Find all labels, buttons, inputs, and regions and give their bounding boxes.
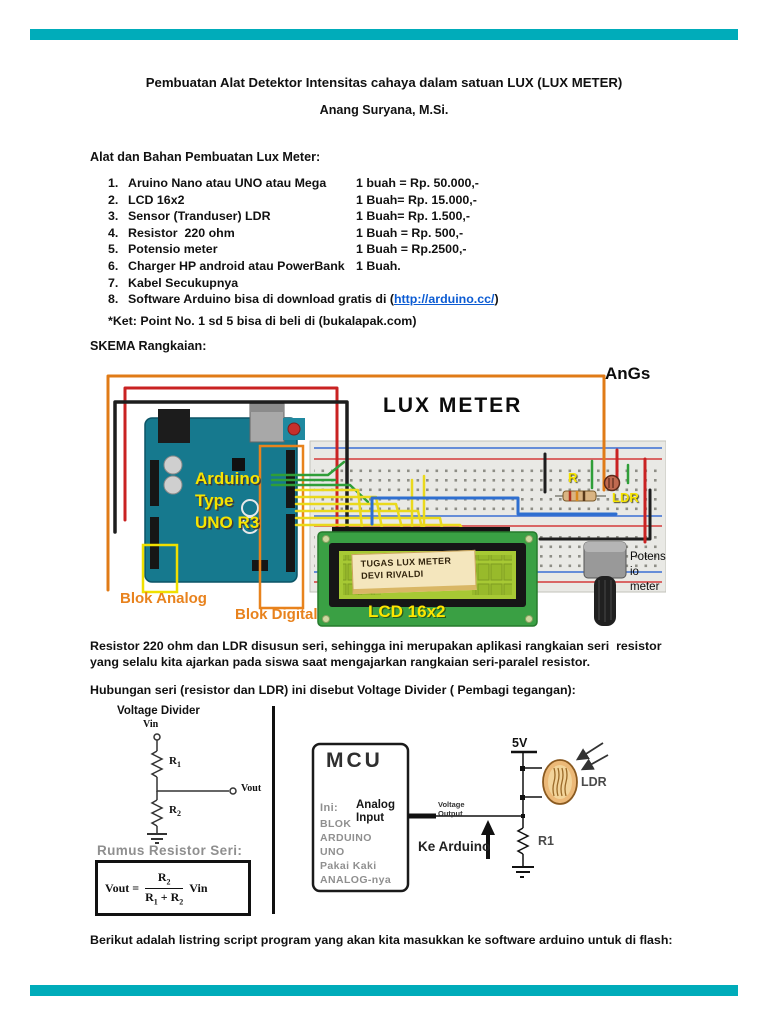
paragraph-resistor-seri: Resistor 220 ohm dan LDR disusun seri, s… — [90, 639, 665, 669]
item-price: 1 Buah. — [356, 259, 401, 273]
arduino-label-line2: Type — [195, 491, 234, 510]
mcu-text-arduino: ARDUINO — [320, 832, 372, 844]
item-price: 1 Buah = Rp. 500,- — [356, 226, 464, 240]
arduino-label-line1: Arduino — [195, 469, 261, 488]
watermark-text: AnGs — [605, 364, 651, 383]
top-divider-bar — [30, 29, 738, 40]
potentiometer-label-line2: io — [630, 566, 639, 578]
paragraph-hubungan-seri: Hubungan seri (resistor dan LDR) ini dis… — [90, 683, 576, 697]
mcu-ldr-graphic — [311, 742, 609, 893]
item-number: 4. — [108, 226, 119, 240]
ldr-label: LDR — [612, 490, 639, 505]
rumus-heading: Rumus Resistor Seri: — [97, 843, 243, 858]
ke-arduino-label: Ke Arduino — [418, 839, 491, 854]
ke-arduino-arrow — [481, 820, 495, 859]
item-name: Sensor (Tranduser) LDR — [128, 209, 271, 223]
voltage-divider-title: Voltage Divider — [117, 705, 200, 717]
list-item: 3. Sensor (Tranduser) LDR 1 Buah= Rp. 1.… — [0, 209, 768, 226]
voltage-divider-graphic — [147, 733, 237, 844]
item-name: Aruino Nano atau UNO atau Mega — [128, 176, 327, 190]
circuit-diagram: AnGs LUX METER Arduino Type UNO R3 Blok … — [100, 362, 666, 630]
ldr-symbol — [542, 759, 578, 805]
item-name: Potensio meter — [128, 242, 218, 256]
mcu-box-title: MCU — [326, 749, 383, 772]
formula-box: Vout = R2 R1 + R2 Vin — [95, 860, 251, 916]
blok-analog-box — [141, 543, 179, 594]
vin-label: Vin — [143, 719, 159, 730]
item-number: 7. — [108, 276, 119, 290]
list-item: 6. Charger HP android atau PowerBank 1 B… — [0, 259, 768, 276]
potentiometer-label-line1: Potens — [630, 551, 666, 563]
formula-lhs: Vout = — [105, 880, 140, 895]
diagram-title: LUX METER — [383, 394, 523, 417]
resistor-component — [555, 490, 606, 502]
item-number: 2. — [108, 193, 119, 207]
paragraph-closing: Berikut adalah listring script program y… — [90, 933, 673, 947]
blok-digital-label: Blok Digital — [235, 606, 318, 623]
item-price: 1 Buah= Rp. 1.500,- — [356, 209, 470, 223]
item-name: LCD 16x2 — [128, 193, 185, 207]
item-number: 8. — [108, 292, 119, 306]
item-name: Kabel Secukupnya — [128, 276, 239, 290]
vout-label: Vout — [241, 783, 262, 794]
figure-divider-line — [272, 706, 275, 914]
list-item: 1. Aruino Nano atau UNO atau Mega 1 buah… — [0, 176, 768, 193]
mcu-text-blok: BLOK — [320, 818, 352, 830]
r-label: R — [568, 470, 578, 485]
lcd-sticker-line2: DEVI RIVALDI — [360, 568, 424, 581]
item-price: 1 Buah = Rp.2500,- — [356, 242, 467, 256]
potentiometer — [583, 541, 627, 626]
item-number: 6. — [108, 259, 119, 273]
item-number: 1. — [108, 176, 119, 190]
r1-label: R1 — [169, 755, 181, 770]
wires — [106, 374, 652, 592]
list-item: 7. Kabel Secukupnya — [0, 276, 768, 293]
bottom-divider-bar — [30, 985, 738, 996]
list-item: 4. Resistor 220 ohm 1 Buah = Rp. 500,- — [0, 226, 768, 243]
item-name: Software Arduino bisa di download gratis… — [128, 292, 499, 306]
mcu-text-analog-nya: ANALOG-nya — [320, 874, 392, 886]
item-text-suffix: ) — [494, 292, 499, 306]
list-item: 5. Potensio meter 1 Buah = Rp.2500,- — [0, 242, 768, 259]
mcu-ini-label: Ini: — [320, 802, 339, 814]
r2-label: R2 — [169, 804, 181, 819]
potentiometer-label-line3: meter — [630, 581, 660, 593]
item-name: Resistor 220 ohm — [128, 226, 235, 240]
list-item: 2. LCD 16x2 1 Buah= Rp. 15.000,- — [0, 193, 768, 210]
lcd-label: LCD 16x2 — [368, 602, 446, 621]
item-price: 1 Buah= Rp. 15.000,- — [356, 193, 477, 207]
ldr-symbol-label: LDR — [581, 775, 607, 789]
mcu-text-uno: UNO — [320, 846, 345, 858]
materials-heading: Alat dan Bahan Pembuatan Lux Meter: — [90, 150, 321, 164]
item-number: 3. — [108, 209, 119, 223]
formula-fraction: R2 R1 + R2 — [145, 870, 184, 906]
blok-digital-box — [258, 444, 305, 610]
list-item: 8. Software Arduino bisa di download gra… — [0, 292, 768, 309]
item-price: 1 buah = Rp. 50.000,- — [356, 176, 479, 190]
r1-symbol-label: R1 — [538, 834, 554, 848]
document-author: Anang Suryana, M.Si. — [319, 103, 449, 117]
formula-vin: Vin — [189, 880, 208, 895]
item-name: Charger HP android atau PowerBank — [128, 259, 345, 273]
document-title: Pembuatan Alat Detektor Intensitas cahay… — [145, 75, 623, 90]
lcd-sticker: TUGAS LUX METER DEVI RIVALDI — [351, 549, 477, 595]
voltage-divider-figure: Voltage Divider Vin R1 Vout R2 Rumus Res… — [95, 703, 275, 918]
materials-note: *Ket: Point No. 1 sd 5 bisa di beli di (… — [108, 314, 417, 328]
arduino-website-link[interactable]: http://arduino.cc/ — [393, 292, 495, 306]
light-ray-arrows — [575, 742, 609, 771]
blok-analog-label: Blok Analog — [120, 590, 207, 607]
mcu-text-pakai-kaki: Pakai Kaki — [320, 860, 377, 872]
5v-label: 5V — [512, 736, 528, 750]
item-text-prefix: Software Arduino bisa di download gratis… — [128, 292, 394, 306]
ldr-component — [603, 474, 621, 492]
item-number: 5. — [108, 242, 119, 256]
skema-heading: SKEMA Rangkaian: — [90, 339, 207, 353]
arduino-label-line3: UNO R3 — [195, 513, 260, 532]
